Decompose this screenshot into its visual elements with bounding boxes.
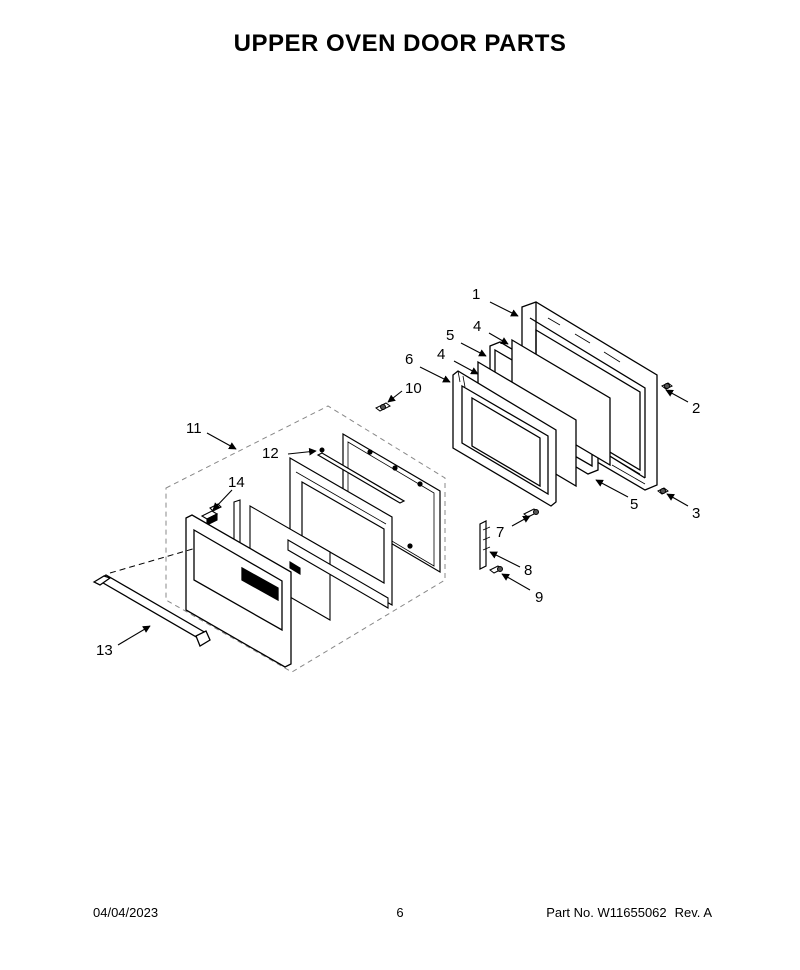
callout-9: 9: [535, 589, 543, 606]
part-11-assembly-outline: [165, 405, 446, 673]
callout-14: 14: [228, 474, 245, 491]
part-13-handle[interactable]: [92, 547, 211, 647]
callout-5-lower: 5: [630, 496, 638, 513]
part-10-screw[interactable]: [375, 402, 391, 412]
part-3-screw[interactable]: [657, 487, 669, 495]
footer-revision: Rev. A: [674, 905, 712, 920]
callout-1: 1: [472, 286, 480, 303]
callout-5-upper: 5: [446, 327, 454, 344]
part-12-clip[interactable]: [319, 447, 325, 453]
callout-12: 12: [262, 445, 279, 462]
callout-2: 2: [692, 400, 700, 417]
part-9-screw[interactable]: [489, 565, 503, 574]
callout-4-lower: 4: [437, 346, 445, 363]
footer-part-info: Part No. W11655062 Rev. A: [546, 905, 712, 920]
callout-11: 11: [186, 420, 202, 437]
callout-13: 13: [96, 642, 113, 659]
part-7-screw[interactable]: [523, 508, 539, 518]
part-8-hinge[interactable]: [479, 520, 491, 570]
part-2-screw[interactable]: [661, 382, 673, 390]
callout-10: 10: [405, 380, 422, 397]
callout-6: 6: [405, 351, 413, 368]
footer-date: 04/04/2023: [93, 905, 159, 920]
footer-part-number: Part No. W11655062: [546, 905, 667, 920]
callout-3: 3: [692, 505, 700, 522]
outer-door-panel[interactable]: [185, 514, 292, 668]
callout-7: 7: [496, 524, 504, 541]
door-insulation-strips[interactable]: [233, 499, 389, 621]
leader-arrows: [117, 301, 689, 646]
part-6-inner-glass-frame[interactable]: [452, 370, 557, 507]
footer-page-number: 6: [396, 905, 404, 920]
callout-8: 8: [524, 562, 532, 579]
mid-door-frame[interactable]: [289, 452, 406, 607]
page-title: UPPER OVEN DOOR PARTS: [233, 30, 567, 57]
callout-4-upper: 4: [473, 318, 481, 335]
